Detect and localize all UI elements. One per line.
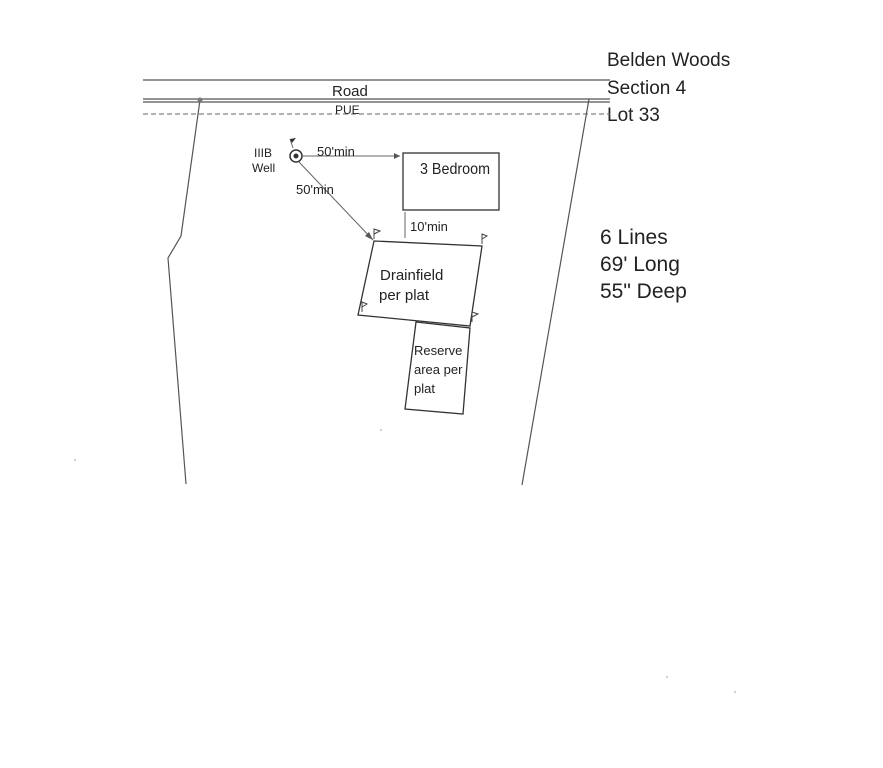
drainfield-label-line1: Drainfield (380, 267, 443, 284)
section-label: Section 4 (607, 78, 687, 99)
lot-label: Lot 33 (607, 105, 660, 126)
spec-depth: 55" Deep (600, 280, 687, 303)
road-label: Road (332, 83, 368, 100)
well-to-drainfield-line (298, 161, 374, 241)
drainfield-flag-icon (361, 301, 369, 312)
well-flag-pole (289, 138, 294, 149)
well-label-line1: IIIB (254, 146, 272, 160)
well-to-house-dimension: 50'min (317, 144, 355, 159)
drainfield-flag-icon (481, 233, 489, 244)
scan-speck (74, 459, 76, 461)
house-label: 3 Bedroom (420, 161, 490, 178)
well-to-drainfield-arrow (365, 232, 373, 240)
spec-lines: 6 Lines (600, 226, 668, 249)
drainfield-flag-icon (373, 228, 382, 239)
reserve-area (404, 321, 471, 415)
well-to-house-arrow (394, 153, 400, 159)
drainfield-label-line2: per plat (379, 287, 430, 304)
house-footprint (402, 152, 500, 211)
scan-speck (666, 676, 668, 678)
well-flag-icon (290, 138, 296, 143)
scan-speck (380, 429, 382, 431)
reserve-label-line1: Reserve (414, 343, 462, 358)
pue-label: PUE (335, 103, 360, 117)
scan-speck (734, 691, 736, 693)
lot-corner-marker (197, 97, 203, 103)
lot-right-boundary (521, 98, 590, 486)
reserve-label-line3: plat (414, 381, 435, 396)
well-label-line2: Well (252, 161, 275, 175)
drainfield-area (357, 240, 483, 327)
drainfield-flag-icon (471, 311, 480, 322)
reserve-label-line2: area per (414, 362, 463, 377)
well-center-dot (293, 153, 299, 159)
house-to-drainfield-dimension: 10'min (410, 219, 448, 234)
subdivision-label: Belden Woods (607, 50, 730, 71)
spec-length: 69' Long (600, 253, 680, 276)
lot-left-boundary (167, 99, 201, 485)
well-to-drainfield-dimension: 50'min (296, 182, 334, 197)
